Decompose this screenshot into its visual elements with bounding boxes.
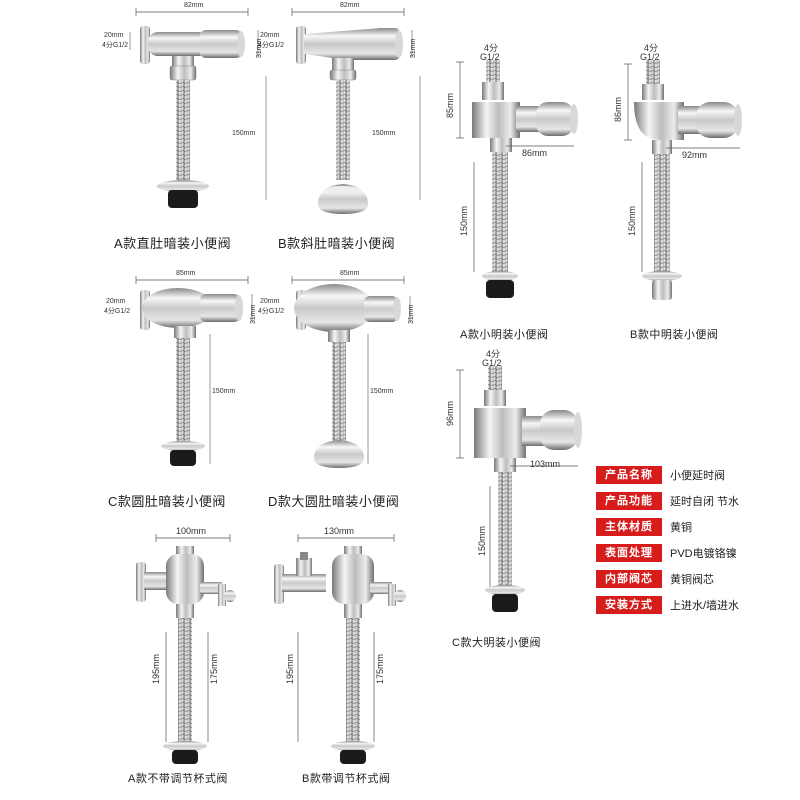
dim-inlet: 20mm (260, 298, 280, 305)
spec-label: 表面处理 (596, 544, 662, 562)
dim-width: 85mm (176, 270, 196, 277)
dim-thread: 4分G1/2 (102, 42, 129, 49)
spec-row-install: 安装方式 上进水/墙进水 (596, 592, 786, 618)
spec-value: 黄铜阀芯 (670, 574, 714, 586)
valve-image (135, 276, 253, 466)
dim-height-small: 31mm (408, 304, 415, 324)
spec-row-finish: 表面处理 PVD电镀铬镍 (596, 540, 786, 566)
spec-row-material: 主体材质 黄铜 (596, 514, 786, 540)
dim-width: 130mm (324, 526, 355, 536)
dim-length: 150mm (459, 205, 469, 236)
dim-total-length: 195mm (151, 653, 161, 684)
dim-thread: 4分G1/2 (258, 308, 285, 315)
dim-total-length: 195mm (285, 653, 295, 684)
spec-label: 安装方式 (596, 596, 662, 614)
valve-image (624, 60, 742, 300)
spec-label: 内部阀芯 (596, 570, 662, 588)
dim-height: 86mm (613, 96, 623, 122)
spec-value: 小便延时阀 (670, 470, 725, 482)
dim-thread: 4分G1/2 (104, 308, 131, 315)
dim-width: 85mm (340, 270, 360, 277)
dim-thread: G1/2 (480, 52, 500, 62)
product-c-large-exposed: 4分 G1/2 96mm 103mm 150mm C款大明装小便阀 (430, 346, 600, 656)
product-c-round-concealed: 85mm 20mm 4分G1/2 31mm 150mm C款圆肚暗装小便阀 (100, 268, 280, 518)
dim-width: 82mm (184, 2, 204, 9)
dim-quarter: 4分 (486, 349, 501, 359)
spec-value: PVD电镀铬镍 (670, 548, 737, 560)
spec-label: 主体材质 (596, 518, 662, 536)
product-b-medium-exposed: 4分 G1/2 86mm 92mm 150mm B款中明装小便阀 (600, 40, 770, 341)
dim-thread: G1/2 (640, 52, 660, 62)
dim-quarter: 4分 (484, 43, 499, 53)
spec-value: 上进水/墙进水 (670, 600, 740, 612)
product-caption: C款圆肚暗装小便阀 (108, 494, 226, 509)
dim-inlet: 20mm (260, 32, 280, 39)
dim-length: 150mm (372, 130, 396, 137)
dim-depth: 92mm (682, 150, 708, 160)
valve-image (456, 60, 578, 298)
product-b-cup-valve-adjust: 130mm 195mm 175mm B款带调节杯式阀 (262, 524, 442, 794)
dim-pipe-length: 175mm (375, 653, 385, 684)
spec-label: 产品功能 (596, 492, 662, 510)
product-d-large-round-concealed: 85mm 20mm 4分G1/2 31mm 150mm D款大圆肚暗装小便阀 (258, 268, 442, 518)
dim-pipe-length: 175mm (209, 653, 219, 684)
dim-length: 150mm (627, 205, 637, 236)
product-caption: A款直肚暗装小便阀 (114, 236, 232, 251)
spec-row-core: 内部阀芯 黄铜阀芯 (596, 566, 786, 592)
dim-depth: 103mm (530, 459, 561, 469)
dim-depth: 86mm (522, 148, 548, 158)
product-caption: A款小明装小便阀 (460, 329, 549, 341)
valve-image (129, 8, 267, 208)
spec-value: 黄铜 (670, 522, 692, 534)
valve-image (274, 534, 406, 764)
dim-inlet: 20mm (104, 32, 124, 39)
dim-height: 96mm (445, 400, 455, 426)
dim-thread: G1/2 (482, 358, 502, 368)
dim-length: 150mm (232, 130, 256, 137)
valve-image (291, 276, 411, 468)
spec-row-function: 产品功能 延时自闭 节水 (596, 488, 786, 514)
product-caption: B款带调节杯式阀 (302, 773, 391, 785)
product-caption: B款中明装小便阀 (630, 329, 719, 341)
dim-quarter: 4分 (644, 43, 659, 53)
product-a-small-exposed: 4分 G1/2 85mm 86mm 150mm A款小明装小便阀 (430, 40, 600, 341)
valve-image (456, 366, 582, 612)
product-a-straight-concealed: 82mm 20mm 4分G1/2 31mm 150mm A款直肚暗装小便阀 (100, 0, 280, 251)
spec-value: 延时自闭 节水 (670, 496, 740, 508)
spec-row-name: 产品名称 小便延时阀 (596, 462, 786, 488)
dim-width: 100mm (176, 526, 207, 536)
dim-length: 150mm (477, 525, 487, 556)
dim-length: 150mm (212, 388, 236, 395)
valve-image (291, 8, 421, 214)
spec-table: 产品名称 小便延时阀 产品功能 延时自闭 节水 主体材质 黄铜 表面处理 PVD… (596, 462, 786, 618)
valve-image (136, 534, 236, 764)
product-caption: B款斜肚暗装小便阀 (278, 236, 396, 251)
dim-width: 82mm (340, 2, 360, 9)
dim-height-small: 31mm (250, 304, 257, 324)
product-caption: D款大圆肚暗装小便阀 (268, 494, 400, 509)
product-a-cup-valve-no-adjust: 100mm 195mm 175mm A款不带调节杯式阀 (100, 524, 270, 794)
product-caption: A款不带调节杯式阀 (128, 773, 228, 785)
product-b-slanted-concealed: 82mm 20mm 4分G1/2 31mm 150mm B款斜肚暗装小便阀 (258, 0, 442, 251)
product-caption: C款大明装小便阀 (452, 637, 541, 649)
dim-inlet: 20mm (106, 298, 126, 305)
dim-length: 150mm (370, 388, 394, 395)
dim-thread: 4分G1/2 (258, 42, 285, 49)
dim-height: 85mm (445, 92, 455, 118)
spec-label: 产品名称 (596, 466, 662, 484)
dim-height-small: 31mm (410, 38, 417, 58)
